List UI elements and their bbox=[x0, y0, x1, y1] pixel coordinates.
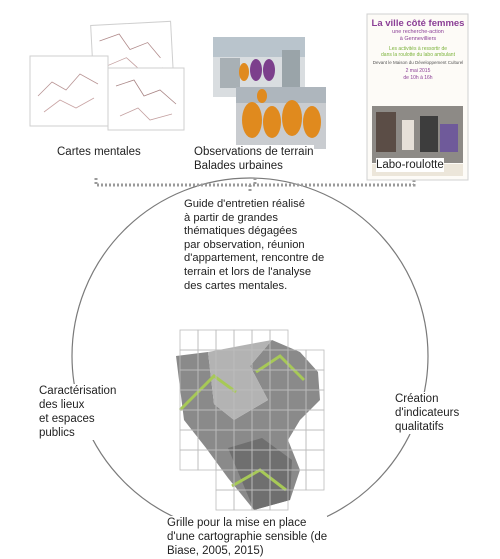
right-line: Création bbox=[395, 393, 439, 405]
poster-title: La ville côté femmes bbox=[371, 18, 465, 29]
left-line: des lieux bbox=[39, 399, 85, 411]
center-line: thématiques dégagées bbox=[184, 225, 298, 238]
field-observation-photos bbox=[213, 37, 326, 149]
label-line: Balades urbaines bbox=[194, 160, 283, 172]
poster-line-2: dans la roulotte du labo ambulant bbox=[381, 52, 455, 58]
poster-line-1: Les activités à ressortir de bbox=[388, 46, 448, 52]
label-labo-roulotte: Labo-roulotte bbox=[376, 158, 444, 172]
grid-cell bbox=[305, 449, 325, 471]
dashed-connector bbox=[94, 178, 416, 192]
bottom-line: Biase, 2005, 2015) bbox=[167, 545, 264, 557]
left-line: publics bbox=[39, 427, 75, 439]
poster-text: La ville côté femmes une recherche-actio… bbox=[369, 18, 467, 82]
grid-cell bbox=[215, 489, 235, 511]
poster-hours: de 10h à 16h bbox=[403, 75, 433, 81]
left-text: Caractérisation des lieux et espaces pub… bbox=[39, 384, 121, 440]
label-observations: Observations de terrain Balades urbaines bbox=[194, 145, 314, 173]
label-line: Observations de terrain bbox=[194, 146, 314, 158]
grid-cell bbox=[305, 469, 325, 491]
right-line: qualitatifs bbox=[395, 421, 444, 433]
grid-cell bbox=[269, 489, 289, 511]
label-line: Labo-roulotte bbox=[376, 159, 444, 171]
poster-date: 2 mai 2015 bbox=[405, 68, 431, 74]
grid-cell bbox=[179, 449, 199, 471]
left-line: Caractérisation bbox=[39, 385, 117, 397]
center-line: à partir de grandes bbox=[184, 211, 278, 224]
right-text: Création d'indicateurs qualitatifs bbox=[392, 392, 460, 434]
mental-maps-image bbox=[29, 20, 185, 131]
center-line: par observation, réunion bbox=[184, 238, 305, 251]
label-cartes-mentales: Cartes mentales bbox=[57, 145, 141, 159]
poster-line-3: Devant le Maison du Développement Cultur… bbox=[372, 60, 464, 65]
center-line: Guide d'entretien réalisé bbox=[184, 198, 305, 210]
bottom-line: Grille pour la mise en place bbox=[167, 517, 307, 529]
label-line: Cartes mentales bbox=[57, 146, 141, 158]
bottom-line: d'une cartographie sensible (de bbox=[167, 531, 328, 543]
center-line: des cartes mentales. bbox=[184, 279, 288, 292]
right-line: d'indicateurs bbox=[395, 407, 460, 419]
grid-cell bbox=[197, 329, 217, 351]
labo-roulotte-poster bbox=[366, 13, 469, 181]
grid-cell bbox=[305, 409, 325, 431]
bottom-text: Grille pour la mise en place d'une carto… bbox=[167, 516, 328, 558]
poster-subtitle-2: à Gennevilliers bbox=[399, 36, 437, 42]
sensitive-mapping-grid bbox=[176, 329, 325, 511]
grid-cell bbox=[179, 329, 199, 351]
grid-cell bbox=[305, 429, 325, 451]
center-line: terrain et lors de l'analyse bbox=[184, 265, 312, 278]
grid-cell bbox=[215, 329, 235, 351]
center-line: d'appartement, rencontre de bbox=[184, 252, 325, 265]
poster-subtitle-1: une recherche-action bbox=[392, 29, 444, 35]
left-line: et espaces bbox=[39, 413, 95, 425]
center-text: Guide d'entretien réalisé à partir de gr… bbox=[184, 198, 325, 294]
